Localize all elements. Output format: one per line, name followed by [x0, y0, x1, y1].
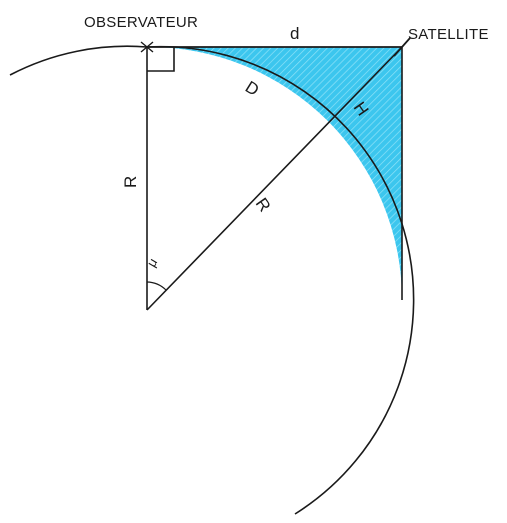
angle-mu-label: μ [144, 256, 161, 270]
observer-tick-mark [140, 41, 154, 53]
satellite-label: SATELLITE [408, 26, 489, 43]
diagonal-radius-line [146, 46, 403, 311]
right-angle-marker [147, 47, 175, 72]
arc-D-label: D [242, 77, 262, 100]
distance-d-label: d [290, 24, 299, 43]
shaded-region [147, 46, 402, 300]
angle-mu-arc [146, 281, 167, 291]
earth-circle-arc [9, 45, 415, 515]
satellite-tick-mark [393, 37, 411, 57]
observer-label: OBSERVATEUR [84, 14, 198, 31]
radius-vertical-label: R [121, 176, 140, 188]
